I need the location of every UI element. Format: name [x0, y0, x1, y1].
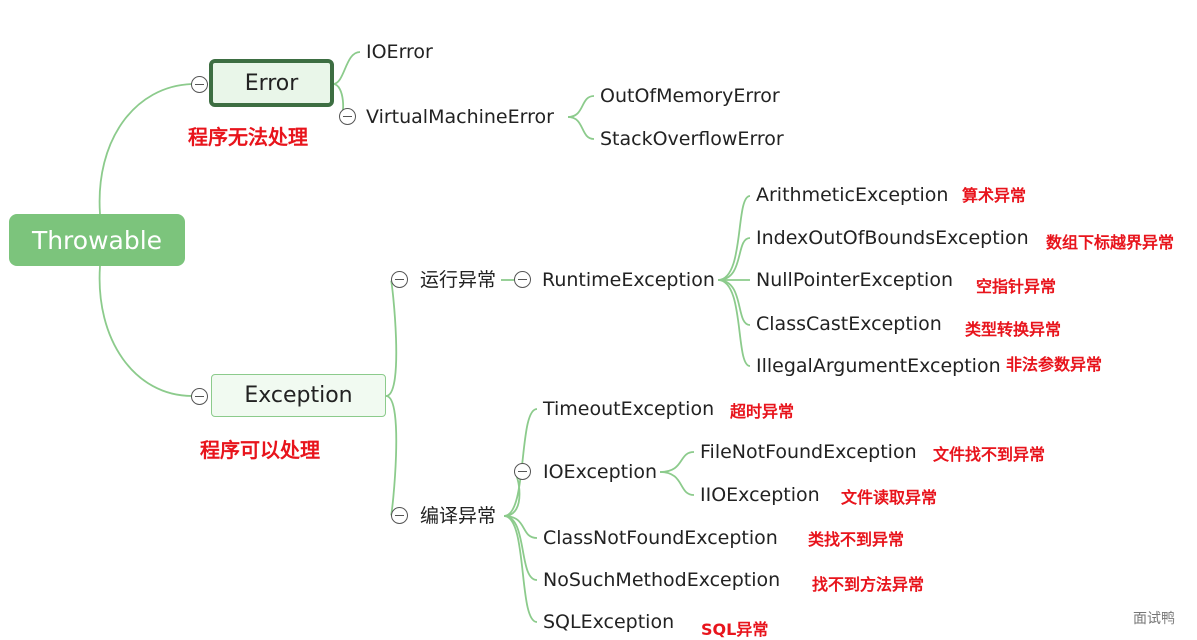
file-not-found-exception-node[interactable]: FileNotFoundException	[700, 441, 917, 463]
class-not-found-exception-note: 类找不到异常	[808, 530, 905, 549]
vm-error-collapse-toggle[interactable]	[339, 108, 356, 125]
error-note: 程序无法处理	[188, 125, 308, 149]
error-node[interactable]: Error	[209, 59, 334, 107]
virtual-machine-error-node[interactable]: VirtualMachineError	[366, 106, 554, 128]
exception-node[interactable]: Exception	[211, 374, 386, 417]
arithmetic-exception-node[interactable]: ArithmeticException	[756, 184, 949, 206]
index-out-of-bounds-exception-note: 数组下标越界异常	[1046, 233, 1175, 252]
io-exception-node[interactable]: IOException	[543, 461, 658, 483]
sql-exception-note: SQL异常	[701, 620, 769, 639]
no-such-method-exception-node[interactable]: NoSuchMethodException	[543, 569, 781, 591]
illegal-argument-exception-note: 非法参数异常	[1006, 355, 1103, 374]
class-not-found-exception-node[interactable]: ClassNotFoundException	[543, 527, 778, 549]
runtime-collapse-toggle[interactable]	[391, 271, 408, 288]
iio-exception-node[interactable]: IIOException	[700, 484, 820, 506]
null-pointer-exception-node[interactable]: NullPointerException	[756, 269, 953, 291]
throwable-node[interactable]: Throwable	[9, 214, 185, 266]
class-cast-exception-note: 类型转换异常	[965, 320, 1062, 339]
no-such-method-exception-note: 找不到方法异常	[812, 575, 925, 594]
arithmetic-exception-note: 算术异常	[962, 186, 1027, 205]
io-error-node[interactable]: IOError	[366, 41, 433, 63]
watermark: 面试鸭	[1133, 611, 1175, 627]
runtime-exception-collapse-toggle[interactable]	[514, 271, 531, 288]
illegal-argument-exception-node[interactable]: IllegalArgumentException	[756, 355, 1001, 377]
file-not-found-exception-note: 文件找不到异常	[933, 445, 1046, 464]
exception-note: 程序可以处理	[200, 438, 320, 462]
class-cast-exception-node[interactable]: ClassCastException	[756, 313, 942, 335]
index-out-of-bounds-exception-node[interactable]: IndexOutOfBoundsException	[756, 227, 1029, 249]
checked-collapse-toggle[interactable]	[391, 507, 408, 524]
sql-exception-node[interactable]: SQLException	[543, 611, 675, 633]
stack-overflow-error-node[interactable]: StackOverflowError	[600, 128, 784, 150]
null-pointer-exception-note: 空指针异常	[976, 277, 1057, 296]
exception-collapse-toggle[interactable]	[191, 388, 208, 405]
error-collapse-toggle[interactable]	[191, 76, 208, 93]
out-of-memory-error-node[interactable]: OutOfMemoryError	[600, 85, 780, 107]
runtime-exception-node[interactable]: RuntimeException	[542, 269, 715, 291]
timeout-exception-note: 超时异常	[730, 402, 795, 421]
checked-category-node[interactable]: 编译异常	[420, 505, 497, 527]
iio-exception-note: 文件读取异常	[841, 488, 938, 507]
timeout-exception-node[interactable]: TimeoutException	[543, 398, 715, 420]
io-exception-collapse-toggle[interactable]	[514, 463, 531, 480]
runtime-category-node[interactable]: 运行异常	[420, 269, 497, 291]
